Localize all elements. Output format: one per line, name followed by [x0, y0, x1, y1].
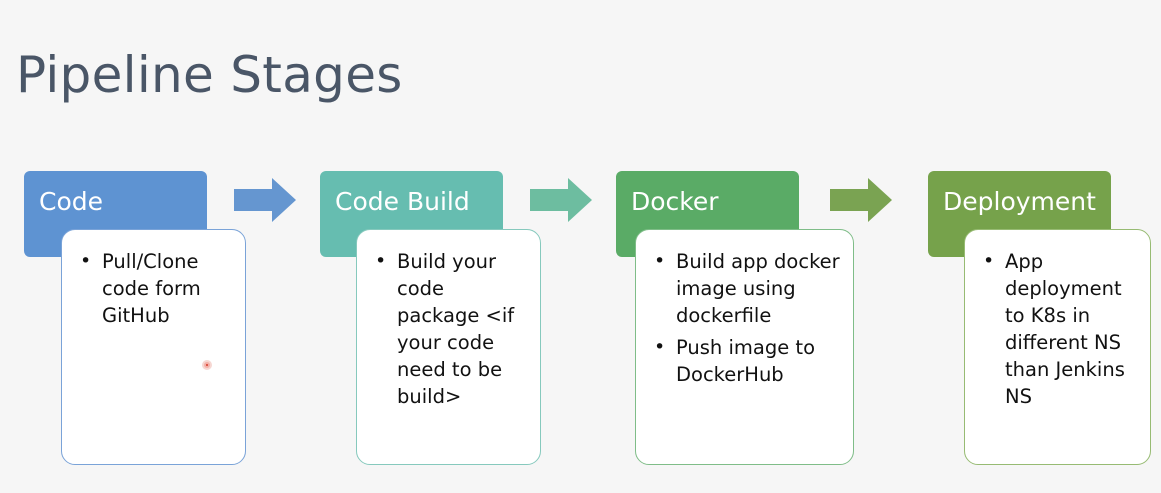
stage-bullets: Build app docker image using dockerfile … — [654, 248, 843, 388]
stage-name: Docker — [631, 187, 719, 216]
stage-card-code: Pull/Clone code form GitHub — [61, 229, 246, 465]
stage-bullets: Pull/Clone code form GitHub — [80, 248, 235, 329]
stage-card-docker: Build app docker image using dockerfile … — [635, 229, 854, 465]
stage-name: Deployment — [943, 187, 1096, 216]
bullet-item: Build app docker image using dockerfile — [654, 248, 843, 329]
bullet-item: Push image to DockerHub — [654, 334, 843, 388]
bullet-item: App deployment to K8s in different NS th… — [983, 248, 1140, 410]
right-arrow-icon — [530, 178, 592, 222]
stage-bullets: App deployment to K8s in different NS th… — [983, 248, 1140, 410]
right-arrow-icon — [830, 178, 892, 222]
stage-bullets: Build your code package <if your code ne… — [375, 248, 530, 410]
laser-pointer-icon — [202, 360, 212, 370]
stage-card-deployment: App deployment to K8s in different NS th… — [964, 229, 1151, 465]
right-arrow-icon — [234, 178, 296, 222]
bullet-item: Build your code package <if your code ne… — [375, 248, 530, 410]
bullet-item: Pull/Clone code form GitHub — [80, 248, 235, 329]
slide-title: Pipeline Stages — [16, 46, 403, 104]
stage-name: Code — [39, 187, 104, 216]
stage-card-code-build: Build your code package <if your code ne… — [356, 229, 541, 465]
stage-name: Code Build — [335, 187, 470, 216]
